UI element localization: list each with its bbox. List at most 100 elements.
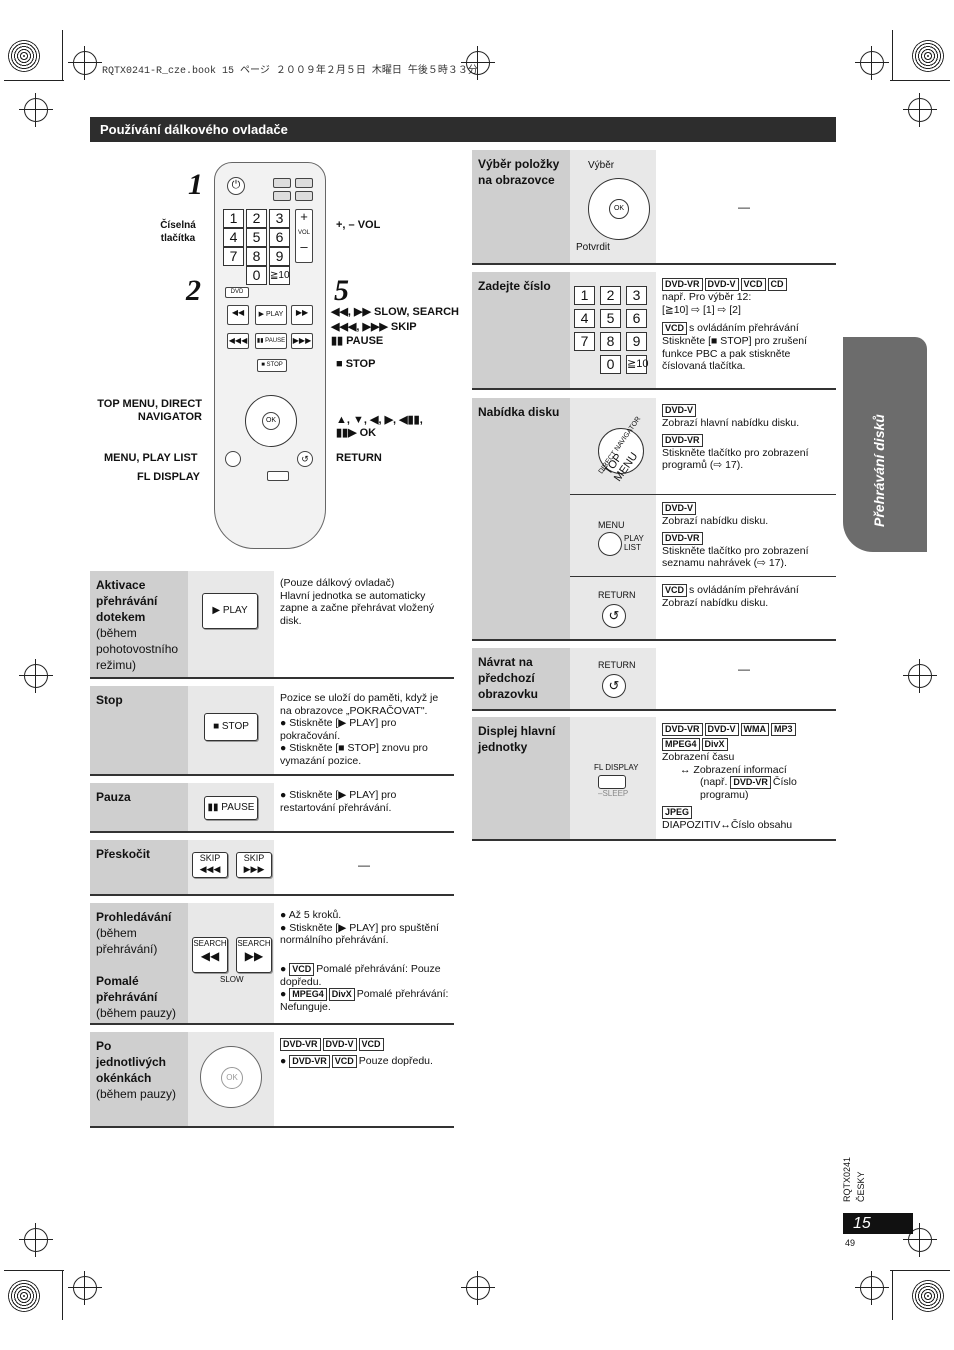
row-title: Návrat na předchozí obrazovku — [478, 655, 539, 701]
key-3[interactable]: 3 — [626, 286, 647, 305]
key-5[interactable]: 5 — [246, 228, 267, 247]
row-picture: 1 2 3 4 5 6 7 8 9 0 ≧10 — [570, 272, 656, 388]
skip-back-button[interactable]: SKIP◀◀◀ — [192, 852, 228, 878]
confirm-label: Potvrdit — [576, 242, 610, 253]
dvd-button[interactable]: DVD — [225, 287, 249, 298]
crosshair-mark — [903, 659, 937, 693]
key-2[interactable]: 2 — [246, 209, 267, 228]
menu-button[interactable] — [598, 532, 622, 556]
play-button[interactable]: ▶ PLAY — [255, 305, 287, 325]
ff-button[interactable]: ▶▶ — [291, 305, 313, 325]
top-button[interactable] — [273, 178, 291, 188]
sub-page-number: 49 — [845, 1238, 856, 1248]
menu-button[interactable] — [225, 451, 241, 467]
row-picture: SKIP◀◀◀ SKIP▶▶▶ — [188, 840, 274, 894]
row-enter-number: Zadejte číslo 1 2 3 4 5 6 7 8 9 0 ≧10 DV… — [472, 272, 836, 390]
key-1[interactable]: 1 — [223, 209, 244, 228]
ok-button[interactable]: OK — [609, 199, 629, 219]
row-label: Návrat na předchozí obrazovku — [472, 648, 570, 709]
top-button[interactable] — [295, 178, 313, 188]
key-9[interactable]: 9 — [269, 247, 290, 266]
search-forward-button[interactable]: SEARCH▶▶ — [236, 937, 272, 973]
step-5-number: 5 — [334, 274, 349, 307]
row-picture: DIRECT NAVIGATOR TOP MENU MENU PLAY LIST… — [570, 398, 656, 639]
slow-label: SLOW — [220, 975, 244, 984]
key-7[interactable]: 7 — [223, 247, 244, 266]
crosshair-mark — [19, 93, 53, 127]
return-button[interactable]: ↺ — [297, 451, 313, 467]
vol-rocker[interactable]: +VOL– — [295, 209, 313, 263]
key-4[interactable]: 4 — [574, 309, 595, 328]
key-9[interactable]: 9 — [626, 332, 647, 351]
key-10plus[interactable]: ≧10 — [626, 355, 648, 374]
power-button[interactable]: ⏻ — [227, 177, 245, 195]
bullet: ● Až 5 kroků. — [280, 909, 342, 921]
row-description: ● Stiskněte [▶ PLAY] pro restartování př… — [280, 789, 452, 814]
disc-menu-text: Stiskněte tlačítko pro zobrazení program… — [662, 446, 809, 472]
return-button[interactable]: ↺ — [602, 604, 626, 628]
pause-button[interactable]: ▮▮ PAUSE — [204, 796, 258, 820]
stop-button[interactable]: ■ STOP — [204, 713, 258, 741]
top-menu-button[interactable] — [598, 428, 644, 474]
return-label: RETURN — [598, 590, 636, 600]
remote-body: ⏻ 1 2 3 4 5 6 7 8 9 0 ≧10 +VOL– DVD ◀◀ ▶… — [214, 162, 326, 549]
crosshair-mark — [461, 46, 495, 80]
cursor-ring[interactable]: OK — [588, 178, 650, 240]
doc-code: RQTX0241 — [842, 1156, 852, 1202]
key-4[interactable]: 4 — [223, 228, 244, 247]
key-3[interactable]: 3 — [269, 209, 290, 228]
fl-display-button[interactable] — [598, 775, 626, 789]
key-1[interactable]: 1 — [574, 286, 595, 305]
ok-button[interactable]: OK — [221, 1067, 243, 1089]
registration-spiral — [8, 40, 40, 72]
crop-line — [4, 80, 64, 81]
label-vol: +, – VOL — [336, 219, 381, 231]
key-8[interactable]: 8 — [600, 332, 621, 351]
key-0[interactable]: 0 — [600, 355, 621, 374]
key-2[interactable]: 2 — [600, 286, 621, 305]
fl-display-button[interactable] — [267, 471, 289, 481]
label-pause: ▮▮ PAUSE — [331, 335, 384, 347]
row-picture: SEARCH◀◀ SEARCH▶▶ SLOW — [188, 903, 274, 1023]
divider — [570, 576, 656, 577]
stop-button[interactable]: ■ STOP — [257, 359, 287, 372]
play-button[interactable]: ▶ PLAY — [202, 593, 258, 629]
skip-forward-button[interactable]: SKIP▶▶▶ — [236, 852, 272, 878]
skip-fwd-button[interactable]: ▶▶▶ — [291, 333, 313, 349]
cursor-ring[interactable]: OK — [245, 395, 297, 447]
display-text: programu) — [700, 789, 749, 801]
top-button[interactable] — [295, 191, 313, 201]
key-7[interactable]: 7 — [574, 332, 595, 351]
key-8[interactable]: 8 — [246, 247, 267, 266]
key-6[interactable]: 6 — [269, 228, 290, 247]
disc-menu-text: Zobrazí hlavní nabídku disku. — [662, 417, 800, 429]
search-back-button[interactable]: SEARCH◀◀ — [192, 937, 228, 973]
row-stop: Stop ■ STOP Pozice se uloží do paměti, k… — [90, 686, 454, 776]
row-picture: ▶ PLAY — [188, 571, 274, 677]
registration-spiral — [8, 1280, 40, 1312]
skip-back-button[interactable]: ◀◀◀ — [227, 333, 249, 349]
label-slow-search: ◀◀, ▶▶ SLOW, SEARCH — [331, 306, 459, 318]
key-10plus[interactable]: ≧10 — [269, 266, 290, 285]
key-0[interactable]: 0 — [246, 266, 267, 285]
row-label: Displej hlavní jednotky — [472, 717, 570, 839]
label-top-menu: TOP MENU, DIRECT NAVIGATOR — [97, 398, 202, 423]
row-subtitle-2: (během pauzy) — [96, 1006, 177, 1020]
label-return: RETURN — [336, 452, 382, 464]
key-6[interactable]: 6 — [626, 309, 647, 328]
return-label: RETURN — [598, 660, 636, 670]
row-subtitle: (během přehrávání) — [96, 926, 158, 956]
rew-button[interactable]: ◀◀ — [227, 305, 249, 325]
key-5[interactable]: 5 — [600, 309, 621, 328]
return-button[interactable]: ↺ — [602, 674, 626, 698]
cursor-ring[interactable]: OK — [200, 1046, 262, 1108]
stop-text: Pozice se uloží do paměti, když je na ob… — [280, 692, 439, 717]
label-skip: ◀◀◀, ▶▶▶ SKIP — [331, 321, 417, 333]
registration-spiral — [912, 1280, 944, 1312]
pause-button[interactable]: ▮▮ PAUSE — [255, 333, 287, 349]
row-title: Po jednotlivých okénkách — [96, 1039, 167, 1085]
ok-button[interactable]: OK — [262, 412, 280, 430]
crosshair-mark — [903, 93, 937, 127]
top-button[interactable] — [273, 191, 291, 201]
